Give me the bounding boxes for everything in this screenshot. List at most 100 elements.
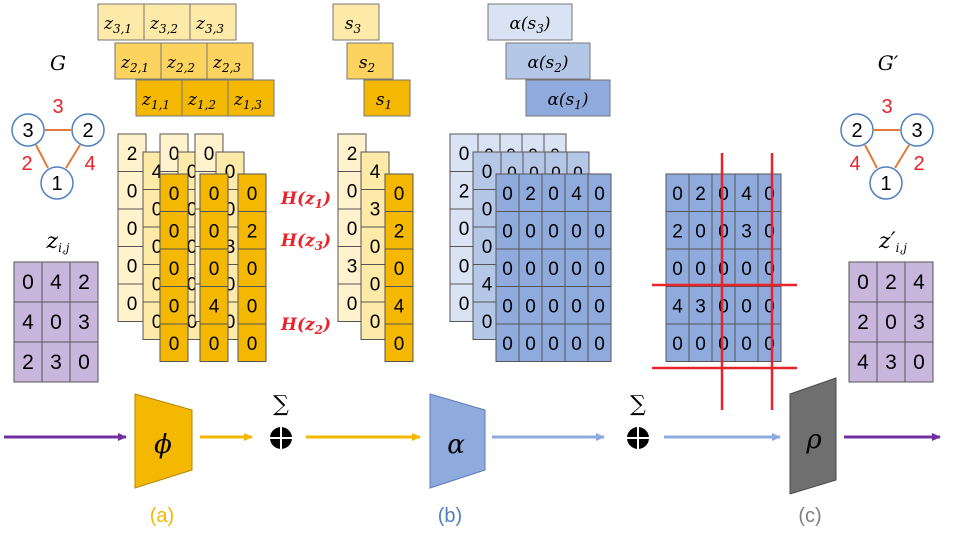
s-tile-label: s2 — [359, 53, 375, 75]
alpha-tile — [487, 3, 573, 41]
phi-back-cell — [117, 283, 147, 322]
cell-value: 0 — [695, 221, 706, 242]
cell-value: 0 — [187, 199, 198, 220]
phi-front-cell — [159, 286, 189, 325]
cell-value: 0 — [672, 259, 683, 280]
z-prime-matrix-cell — [876, 301, 906, 343]
cell-value: 0 — [225, 162, 236, 183]
s-back-cell — [360, 151, 390, 190]
phi-front-cell — [199, 173, 229, 212]
cell-value: 0 — [209, 221, 220, 242]
cell-value: 0 — [152, 312, 163, 333]
cell-value: 0 — [169, 334, 180, 355]
s-tile — [332, 3, 380, 41]
cell-value: 0 — [571, 221, 582, 242]
cell-value: 0 — [50, 311, 62, 334]
z-prime-matrix-cell — [904, 261, 934, 303]
z-tile-label: z2,3 — [212, 53, 241, 75]
z-matrix-cell — [41, 261, 71, 303]
cell-value: 3 — [741, 221, 752, 242]
cell-value: 0 — [573, 163, 582, 182]
z-tile — [206, 42, 254, 80]
graph-node-label: 3 — [22, 120, 33, 142]
cell-value: 0 — [551, 163, 560, 182]
graph-edge — [894, 144, 910, 169]
cell-value: 0 — [525, 334, 536, 355]
cell-value: 0 — [548, 184, 559, 205]
cell-value: 0 — [482, 312, 493, 333]
z-prime-matrix-cell — [904, 301, 934, 343]
cell-value: 0 — [459, 144, 470, 165]
cell-value: 0 — [347, 181, 358, 202]
cell-value: 4 — [741, 184, 752, 205]
sum-symbol: ∑ — [273, 392, 289, 417]
cell-value: 0 — [548, 334, 559, 355]
cell-value: 0 — [225, 274, 236, 295]
edge-weight: 4 — [849, 153, 860, 175]
cell-value: 0 — [187, 162, 198, 183]
cell-value: 0 — [394, 334, 405, 355]
cell-value: 0 — [502, 296, 513, 317]
cell-value: 0 — [764, 184, 775, 205]
cell-value: 0 — [247, 334, 258, 355]
phi-front-cell — [159, 248, 189, 287]
cell-value: 2 — [22, 351, 34, 374]
edge-weight: 2 — [21, 153, 32, 175]
phi-front-cell — [199, 323, 229, 362]
cell-value: 2 — [394, 221, 405, 242]
cell-value: 0 — [718, 259, 729, 280]
z-matrix-cell — [41, 341, 71, 383]
cell-value: 0 — [718, 184, 729, 205]
cell-value: 0 — [127, 181, 138, 202]
cell-value: 2 — [247, 221, 258, 242]
cell-value: 0 — [548, 259, 559, 280]
alpha-symbol: α — [447, 430, 465, 460]
cell-value: 3 — [78, 311, 90, 334]
cell-value: 4 — [394, 296, 405, 317]
s-front-cell — [384, 211, 414, 250]
graph-node-label: 2 — [851, 120, 862, 142]
z-matrix-cell — [69, 341, 99, 383]
cell-value: 0 — [502, 334, 513, 355]
cell-value: 3 — [885, 351, 897, 374]
cell-value: 0 — [548, 296, 559, 317]
cell-value: 0 — [187, 312, 198, 333]
s-tile-label: s3 — [345, 14, 362, 36]
cell-value: 2 — [459, 181, 470, 202]
s-tile — [346, 42, 394, 80]
z-tile-label: z2,2 — [166, 53, 195, 75]
z-tile — [114, 42, 162, 80]
cell-value: 0 — [571, 334, 582, 355]
phi-front-cell — [159, 323, 189, 362]
cell-value: 0 — [764, 334, 775, 355]
phi-front-cell — [237, 323, 267, 362]
graph-node — [900, 113, 934, 147]
cell-value: 0 — [594, 259, 605, 280]
alpha-tile-label: α(s2) — [527, 53, 568, 75]
cell-value: 0 — [764, 296, 775, 317]
phi-front-cell — [237, 286, 267, 325]
cell-value: 0 — [459, 256, 470, 277]
cell-value: 0 — [152, 237, 163, 258]
graph-node — [11, 113, 45, 147]
alpha-tile-label: α(s1) — [547, 90, 588, 112]
cell-value: 0 — [529, 163, 538, 182]
edge-weight: 3 — [881, 96, 892, 118]
cell-value: 0 — [370, 237, 381, 258]
cell-value: 0 — [370, 274, 381, 295]
cell-value: 0 — [209, 184, 220, 205]
z-prime-matrix-cell — [876, 261, 906, 303]
cell-value: 0 — [718, 334, 729, 355]
cell-value: 4 — [482, 274, 493, 295]
cell-value: 0 — [127, 219, 138, 240]
phi-front-cell — [237, 248, 267, 287]
z-tile-label: z3,1 — [103, 14, 132, 36]
z-tile — [97, 3, 145, 41]
cell-value: 0 — [187, 237, 198, 258]
z-matrix-label: zi,j — [46, 229, 70, 255]
cell-value: 4 — [857, 351, 869, 374]
cell-value: 0 — [571, 259, 582, 280]
graph-node-label: 2 — [82, 120, 93, 142]
cell-value: 0 — [394, 184, 405, 205]
s-back-cell — [360, 264, 390, 303]
